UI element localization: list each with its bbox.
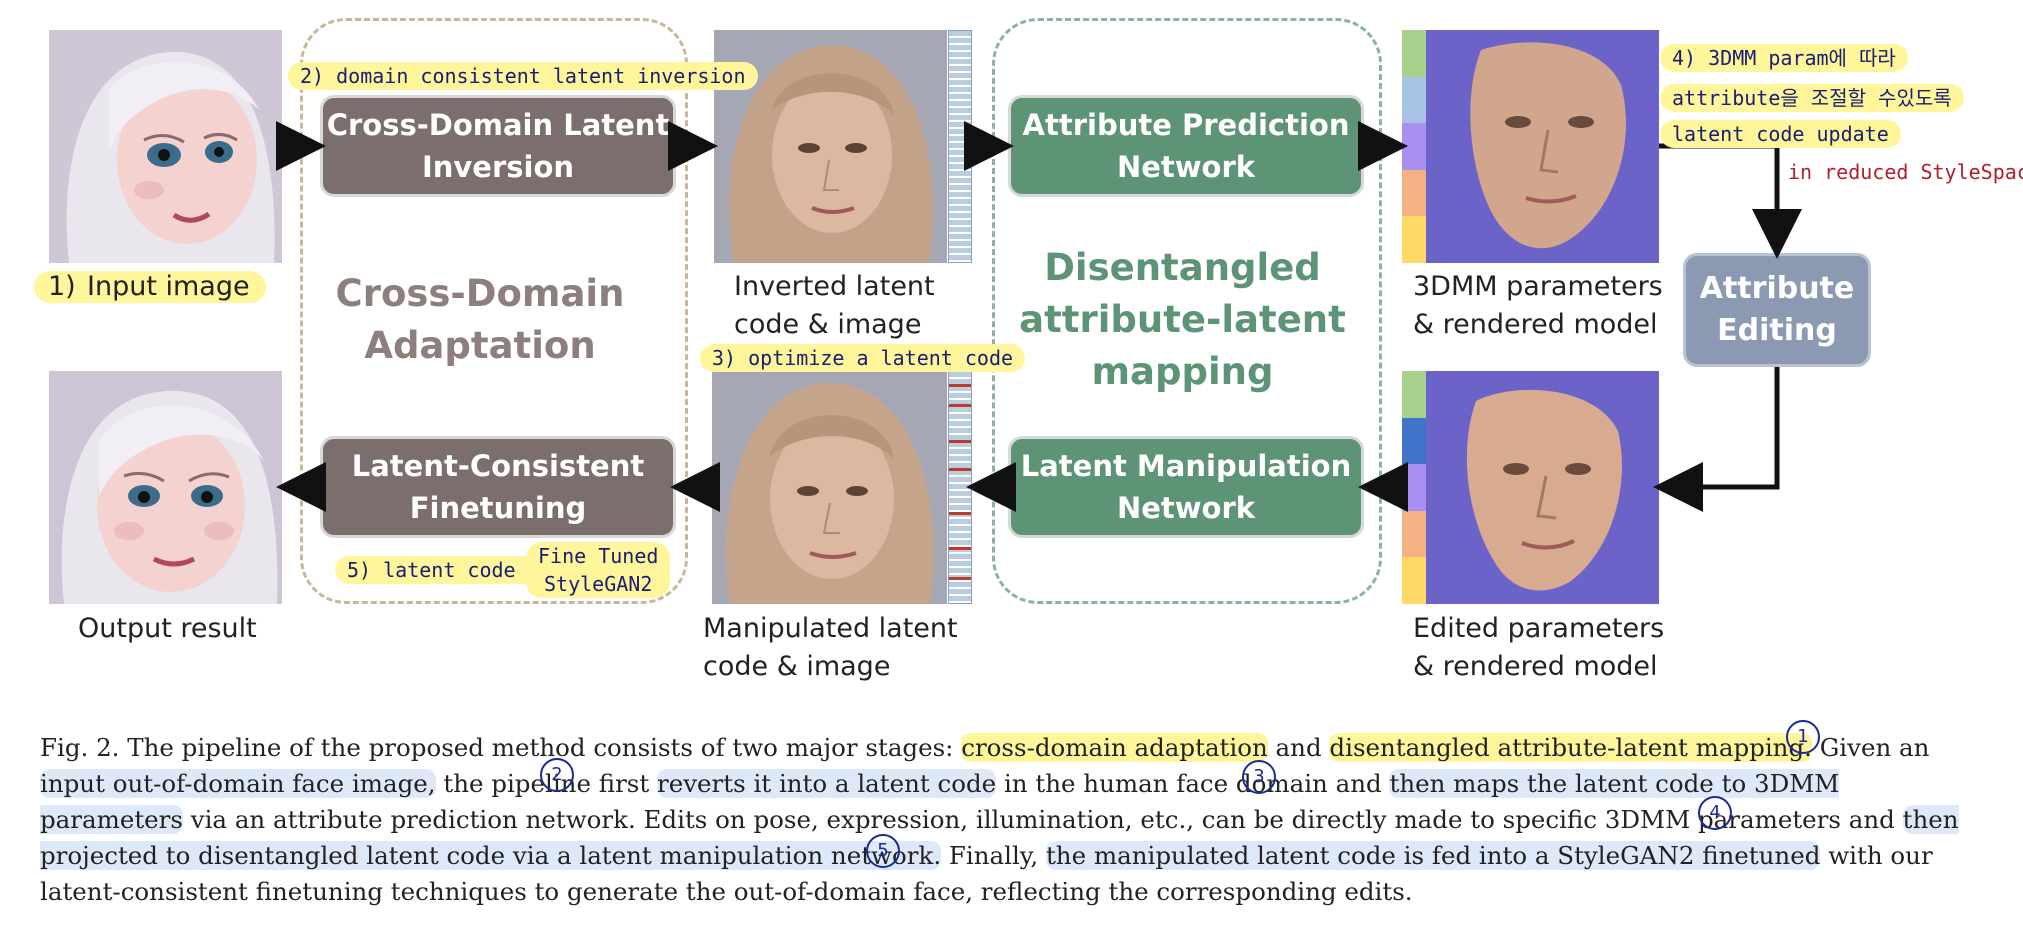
annotation-5-finetuned: Fine Tuned StyleGAN2 (526, 542, 671, 598)
step-circle-5: 5 (866, 834, 900, 868)
inverted-latent-label: Inverted latent code & image (734, 271, 935, 340)
caption-highlight: the manipulated latent code is fed into … (1045, 841, 1821, 870)
caption-highlight: cross-domain adaptation (961, 733, 1268, 762)
caption-highlight: input out-of-domain face image, (40, 769, 436, 798)
annotation-3: 3) optimize a latent code (700, 344, 1026, 372)
annotation-4-line3: latent code update (1660, 120, 1901, 148)
latent-edit-marker (949, 577, 971, 580)
caption-text: via an attribute prediction network. Edi… (182, 805, 1903, 834)
annotation-5-finetuned-line2: StyleGAN2 (544, 572, 653, 596)
caption-highlight: reverts it into a latent code (657, 769, 997, 798)
caption-text: with our latent-consistent finetuning te… (40, 841, 1933, 906)
edited-rendered-face (1426, 371, 1659, 604)
edited-params-label: Edited parameters & rendered model (1413, 613, 1665, 682)
latent-edit-marker (949, 404, 971, 407)
figure-caption: Fig. 2. The pipeline of the proposed met… (40, 730, 1960, 910)
step-circle-1: 1 (1786, 720, 1820, 754)
disentangled-mapping-title: Disentangled attribute-latent mapping (1019, 246, 1346, 393)
edited-parameter-strip (1402, 371, 1426, 604)
annotation-5-latent: 5) latent code → (335, 556, 552, 584)
annotation-4-line1: 4) 3DMM param에 따라 (1660, 44, 1908, 72)
cross-domain-stage-outline (300, 18, 688, 604)
annotation-4-red: in reduced StyleSpace . (1788, 160, 2023, 184)
step-circle-3: 3 (1242, 760, 1276, 794)
caption-text: Finally, (941, 841, 1046, 870)
latent-consistent-finetuning-box: Latent-Consistent Finetuning (320, 436, 676, 538)
annotation-5-finetuned-line1: Fine Tuned (538, 544, 659, 568)
annotation-4-line2: attribute을 조절할 수있도록 (1660, 84, 1964, 112)
caption-highlight: disentangled attribute-latent mapping. (1329, 733, 1812, 762)
input-image-annotation-number: 1) (48, 271, 76, 302)
caption-text: in the human face domain and (996, 769, 1390, 798)
caption-text: Given an (1811, 733, 1930, 762)
manipulated-face-image (712, 371, 947, 604)
latent-edit-marker (949, 547, 971, 550)
step-circle-4: 4 (1698, 796, 1732, 830)
3dmm-params-label: 3DMM parameters & rendered model (1413, 271, 1663, 340)
caption-text: Fig. 2. The pipeline of the proposed met… (40, 733, 962, 762)
latent-edit-marker (949, 440, 971, 443)
caption-text: and (1267, 733, 1330, 762)
input-image-label: Input image (87, 271, 250, 302)
input-image (49, 30, 282, 263)
annotation-2: 2) domain consistent latent inversion (288, 62, 758, 90)
cross-domain-latent-inversion-box: Cross-Domain Latent Inversion (320, 95, 676, 197)
arrow-params-to-editing (1659, 143, 1802, 259)
annotation-1-highlight (34, 271, 266, 303)
step-circle-2: 2 (540, 758, 574, 792)
output-result-label: Output result (78, 613, 257, 644)
manipulated-latent-label: Manipulated latent code & image (703, 613, 958, 682)
latent-edit-marker (949, 384, 971, 387)
cross-domain-adaptation-title: Cross-Domain Adaptation (335, 272, 625, 367)
disentangled-stage-outline (992, 18, 1382, 604)
latent-edit-marker (949, 468, 971, 471)
rendered-3dmm-face (1426, 30, 1659, 263)
arrow-editing-to-edited (1653, 367, 1780, 512)
attribute-prediction-network-box: Attribute Prediction Network (1008, 95, 1364, 197)
output-image (49, 371, 282, 604)
latent-edit-marker (949, 512, 971, 515)
